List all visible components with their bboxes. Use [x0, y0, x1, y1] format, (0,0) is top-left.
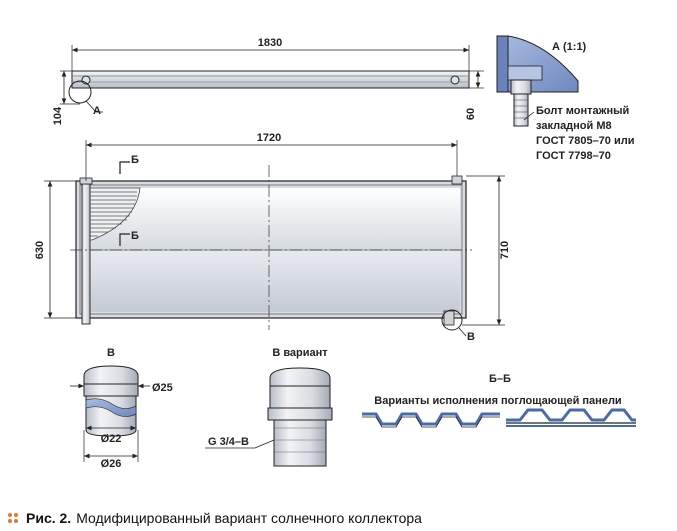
detail-a-bolt-shank — [513, 93, 529, 127]
panel-cutaway — [83, 187, 141, 241]
detail-a: А (1:1) Болт монтажный закладной М8 ГОСТ… — [496, 35, 634, 162]
variant-cap — [269, 367, 331, 387]
absorber-profile-2 — [506, 408, 636, 422]
section-mark-1: Б — [131, 154, 139, 166]
dim-main-height-left: 630 — [34, 241, 46, 259]
header-pipe-left — [81, 183, 91, 325]
dim-b-outer: Ø25 — [152, 382, 173, 394]
dim-top-height-left: 104 — [52, 106, 64, 125]
callout-v-circle — [441, 309, 463, 331]
top-view-bolt-right — [450, 75, 460, 85]
collector-drawing: 1830 104 А 60 А (1:1) Болт монтажный зак… — [34, 35, 636, 470]
section-subtitle: Варианты исполнения поглощающей панели — [374, 395, 621, 407]
callout-v-label: В — [467, 331, 475, 343]
dim-b-inner: Ø22 — [101, 433, 122, 445]
dim-top-height-right: 60 — [465, 108, 477, 120]
callout-a-circle — [68, 80, 92, 104]
panel-lower-zone — [82, 250, 460, 312]
detail-a-title: А (1:1) — [552, 41, 587, 53]
view-v: В Ø25 Ø22 Ø26 — [70, 347, 173, 470]
caption-dots-icon — [8, 513, 18, 523]
caption-number: Рис. 2. — [26, 510, 72, 526]
view-v-title: В — [107, 347, 115, 359]
panel-upper-zone — [82, 188, 460, 250]
view-v-cutaway — [85, 398, 137, 417]
detail-a-bolt-head — [510, 79, 532, 95]
variant-thread — [273, 419, 327, 467]
dim-main-length: 1720 — [257, 132, 281, 144]
bolt-note-line-3: ГОСТ 7805–70 или — [536, 135, 634, 147]
caption-text: Модифицированный вариант солнечного колл… — [76, 510, 422, 526]
dim-b-bottom: Ø26 — [101, 458, 122, 470]
corner-bolt-right — [451, 175, 463, 185]
front-view: Б Б 1720 630 710 В — [34, 132, 511, 343]
section-mark-2: Б — [131, 230, 139, 242]
top-view-profile — [71, 70, 470, 89]
callout-a-label: А — [93, 105, 101, 117]
thread-label: G 3/4–В — [208, 436, 249, 448]
bolt-note-line-1: Болт монтажный — [536, 105, 629, 117]
bolt-note-line-4: ГОСТ 7798–70 — [536, 150, 611, 162]
dim-top-length: 1830 — [258, 37, 282, 49]
section-title: Б–Б — [489, 373, 511, 385]
figure-caption: Рис. 2. Модифицированный вариант солнечн… — [8, 508, 422, 528]
bolt-note-line-2: закладной М8 — [536, 120, 612, 132]
absorber-fins — [90, 191, 137, 237]
dim-main-height-right: 710 — [499, 241, 511, 259]
view-v-variant-title: В вариант — [272, 347, 328, 359]
view-v-cap — [83, 365, 139, 385]
view-v-variant: В вариант G 3/4–В — [205, 347, 333, 467]
top-view: 1830 104 А 60 — [52, 37, 484, 125]
absorber-profile-1 — [362, 412, 500, 426]
section-b-b: Б–Б Варианты исполнения поглощающей пане… — [362, 373, 636, 428]
variant-nut — [267, 407, 333, 421]
